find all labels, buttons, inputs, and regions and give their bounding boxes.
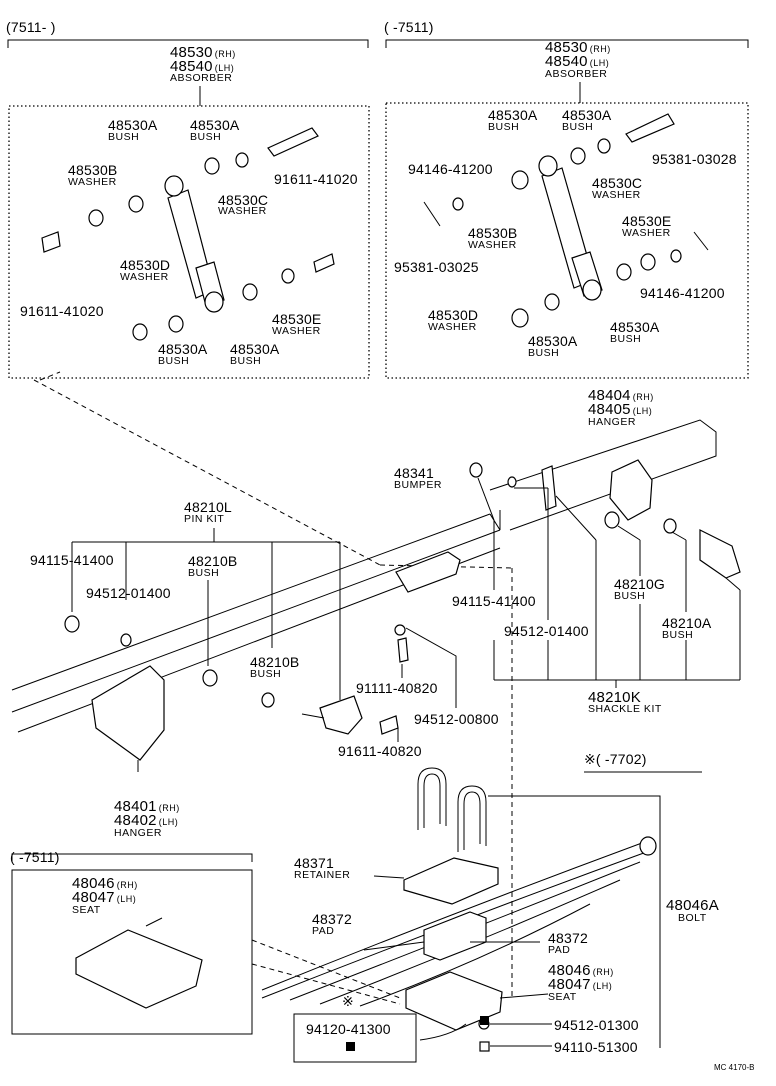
shock-absorber-right	[538, 113, 675, 301]
label-94115-41400-left: 94115-41400	[30, 552, 114, 568]
label-48341: 48341	[394, 465, 434, 481]
absorber-right-pn-lh: 48540(LH)	[545, 53, 610, 70]
seat-pn-rh: 48046(RH)	[548, 962, 614, 979]
hanger-front-pn-lh: 48402(LH)	[114, 812, 179, 829]
range-right-top: ( -7511)	[384, 19, 434, 35]
seat-name: SEAT	[548, 991, 577, 1003]
absorber-right-name: ABSORBER	[545, 68, 608, 80]
label-91111-40820: 91111-40820	[356, 680, 438, 696]
label-48371: 48371	[294, 855, 334, 871]
u-bolts	[417, 767, 487, 852]
label-48210b-2: 48210B	[250, 654, 300, 670]
label-48210g: 48210G	[614, 576, 666, 592]
range-mark: ※( -7702)	[584, 751, 647, 767]
box-seat	[11, 869, 253, 1035]
front-hanger-part	[91, 665, 165, 761]
label-48210k: 48210K	[588, 689, 641, 706]
label-48210a: 48210A	[662, 615, 712, 631]
label-r-48530e: 48530E	[622, 213, 672, 229]
bumper-part	[395, 551, 461, 593]
label-91611-41020-top: 91611-41020	[274, 171, 358, 187]
label-94110-51300: 94110-51300	[554, 1039, 638, 1055]
label-94512-01400-left: 94512-01400	[86, 585, 171, 601]
label-r-95381-03028: 95381-03028	[652, 151, 737, 167]
label-48046a: 48046A	[666, 897, 719, 914]
bracket-right-top	[385, 39, 749, 48]
label-48210b-1: 48210B	[188, 553, 238, 569]
label-48530a-2: 48530A	[190, 117, 240, 133]
label-91611-41020-left: 91611-41020	[20, 303, 104, 319]
hanger-rear-name: HANGER	[588, 416, 636, 428]
seat-part	[405, 971, 503, 1031]
retainer-part	[403, 857, 499, 905]
label-r-48530a-1: 48530A	[488, 107, 538, 123]
hanger-front-pn-rh: 48401(RH)	[114, 798, 180, 815]
shock-absorber-left	[164, 127, 319, 313]
small-parts-left	[41, 152, 335, 341]
bracket-left-top	[7, 39, 369, 48]
seat-box-name: SEAT	[72, 904, 101, 916]
label-94115-41400-right: 94115-41400	[452, 593, 536, 609]
label-r-48530b: 48530B	[468, 225, 518, 241]
label-48210l: 48210L	[184, 499, 232, 515]
label-48530b: 48530B	[68, 162, 118, 178]
label-94512-01300: 94512-01300	[554, 1017, 639, 1033]
hanger-front-name: HANGER	[114, 827, 162, 839]
label-r-48530a-4: 48530A	[610, 319, 660, 335]
label-48530c: 48530C	[218, 192, 269, 208]
seat-pn-lh: 48047(LH)	[548, 976, 613, 993]
label-94512-00800: 94512-00800	[414, 711, 499, 727]
absorber-left-pn-lh: 48540(LH)	[170, 58, 235, 75]
box-absorber-left	[8, 105, 370, 379]
label-r-48530a-3: 48530A	[528, 333, 578, 349]
label-r-48530c: 48530C	[592, 175, 643, 191]
label-48530a-3: 48530A	[158, 341, 208, 357]
label-r-94146-right: 94146-41200	[640, 285, 725, 301]
label-r-48530d: 48530D	[428, 307, 479, 323]
label-94120-41300: 94120-41300	[306, 1021, 391, 1037]
label-48372-left: 48372	[312, 911, 352, 927]
label-r-95381-03025: 95381-03025	[394, 259, 479, 275]
mark-symbol: ※	[342, 993, 354, 1009]
hanger-rear-pn-lh: 48405(LH)	[588, 401, 653, 418]
hanger-rear-pn-rh: 48404(RH)	[588, 387, 654, 404]
range-bottom-left: ( -7511)	[10, 849, 60, 865]
label-91611-40820: 91611-40820	[338, 743, 422, 759]
label-48530a-1: 48530A	[108, 117, 158, 133]
label-48530a-4: 48530A	[230, 341, 280, 357]
pad-part	[423, 911, 487, 961]
rear-hanger-part	[609, 459, 653, 521]
label-r-48530a-2: 48530A	[562, 107, 612, 123]
label-r-94146-top: 94146-41200	[408, 161, 493, 177]
label-48372-right: 48372	[548, 930, 588, 946]
range-left-top: (7511- )	[6, 19, 56, 35]
absorber-left-name: ABSORBER	[170, 72, 233, 84]
seat-box-pn-rh: 48046(RH)	[72, 875, 138, 892]
absorber-right-pn-rh: 48530(RH)	[545, 39, 611, 56]
box-nut	[293, 1013, 417, 1063]
box-absorber-right	[385, 102, 749, 379]
small-parts-right	[423, 138, 709, 328]
label-48530d: 48530D	[120, 257, 171, 273]
label-94512-01400-right: 94512-01400	[504, 623, 589, 639]
diagram-code: MC 4170-B	[714, 1063, 755, 1072]
label-48530e: 48530E	[272, 311, 322, 327]
seat-box-pn-lh: 48047(LH)	[72, 889, 137, 906]
absorber-left-pn-rh: 48530(RH)	[170, 44, 236, 61]
